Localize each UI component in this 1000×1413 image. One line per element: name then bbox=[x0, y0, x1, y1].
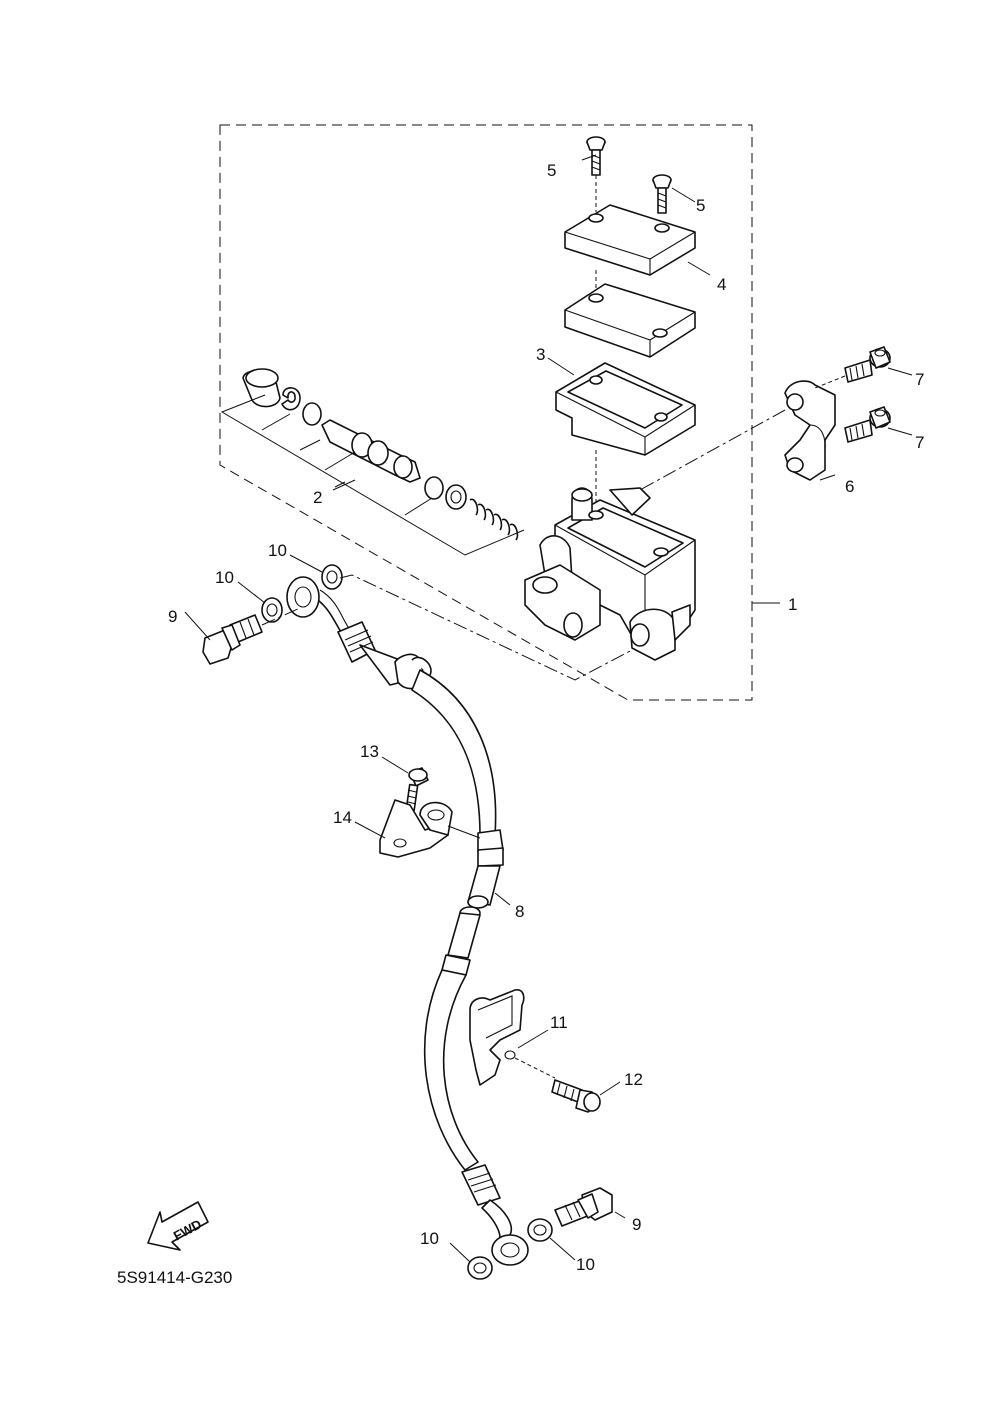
callout-5-lower: 5 bbox=[696, 196, 705, 215]
gasket-upper-inner[interactable] bbox=[261, 597, 283, 623]
callout-3: 3 bbox=[536, 345, 545, 364]
gasket-lower-right[interactable] bbox=[527, 1218, 553, 1242]
spring bbox=[469, 498, 519, 541]
callout-10-b: 10 bbox=[215, 568, 234, 587]
callout-7-lower: 7 bbox=[915, 433, 924, 452]
cup bbox=[445, 484, 467, 510]
fwd-arrow-icon: FWD bbox=[147, 1201, 209, 1251]
hose-guide-bolt[interactable] bbox=[405, 767, 429, 812]
callout-9-upper: 9 bbox=[168, 607, 177, 626]
callout-1: 1 bbox=[788, 595, 797, 614]
clamp-bolt[interactable] bbox=[551, 1079, 601, 1113]
callout-8: 8 bbox=[515, 902, 524, 921]
callout-6: 6 bbox=[845, 477, 854, 496]
master-cylinder-body[interactable] bbox=[524, 487, 696, 661]
callout-11: 11 bbox=[550, 1013, 568, 1032]
gasket-upper-outer[interactable] bbox=[321, 564, 343, 590]
callout-14: 14 bbox=[333, 808, 352, 827]
holder-bolt-lower[interactable] bbox=[844, 406, 891, 443]
o-ring bbox=[424, 476, 444, 500]
hose-eye-upper bbox=[286, 576, 320, 618]
dust-boot bbox=[242, 368, 281, 408]
callout-10-a: 10 bbox=[268, 541, 287, 560]
callout-4: 4 bbox=[717, 275, 726, 294]
cap-screw-left[interactable] bbox=[586, 136, 606, 176]
union-bolt-upper[interactable] bbox=[202, 614, 263, 665]
hose-clamp[interactable] bbox=[469, 989, 525, 1086]
piston-kit[interactable] bbox=[242, 368, 519, 541]
diagram-code: 5S91414-G230 bbox=[117, 1268, 232, 1287]
hose-eye-lower bbox=[491, 1234, 529, 1266]
callout-10-d: 10 bbox=[576, 1255, 595, 1274]
callout-2: 2 bbox=[313, 488, 322, 507]
holder-bolt-upper[interactable] bbox=[844, 346, 891, 383]
master-cylinder-holder[interactable] bbox=[784, 380, 836, 481]
callout-7-upper: 7 bbox=[915, 370, 924, 389]
union-bolt-lower[interactable] bbox=[554, 1187, 613, 1227]
circlip bbox=[281, 387, 301, 411]
callout-10-c: 10 bbox=[420, 1229, 439, 1248]
piston bbox=[321, 419, 421, 483]
hose-guide[interactable] bbox=[379, 799, 453, 858]
callout-12: 12 bbox=[624, 1070, 643, 1089]
washer bbox=[302, 402, 322, 426]
callout-13: 13 bbox=[360, 742, 379, 761]
callout-9-lower: 9 bbox=[632, 1215, 641, 1234]
reservoir-cap[interactable] bbox=[564, 204, 696, 276]
diaphragm[interactable] bbox=[555, 362, 696, 456]
cap-screw-right[interactable] bbox=[652, 174, 672, 214]
brake-hose[interactable] bbox=[309, 589, 512, 1239]
gasket-lower-left[interactable] bbox=[467, 1256, 493, 1280]
callout-5-upper: 5 bbox=[547, 161, 556, 180]
diaphragm-plate[interactable] bbox=[564, 283, 696, 358]
assembly-boundary bbox=[219, 124, 753, 701]
